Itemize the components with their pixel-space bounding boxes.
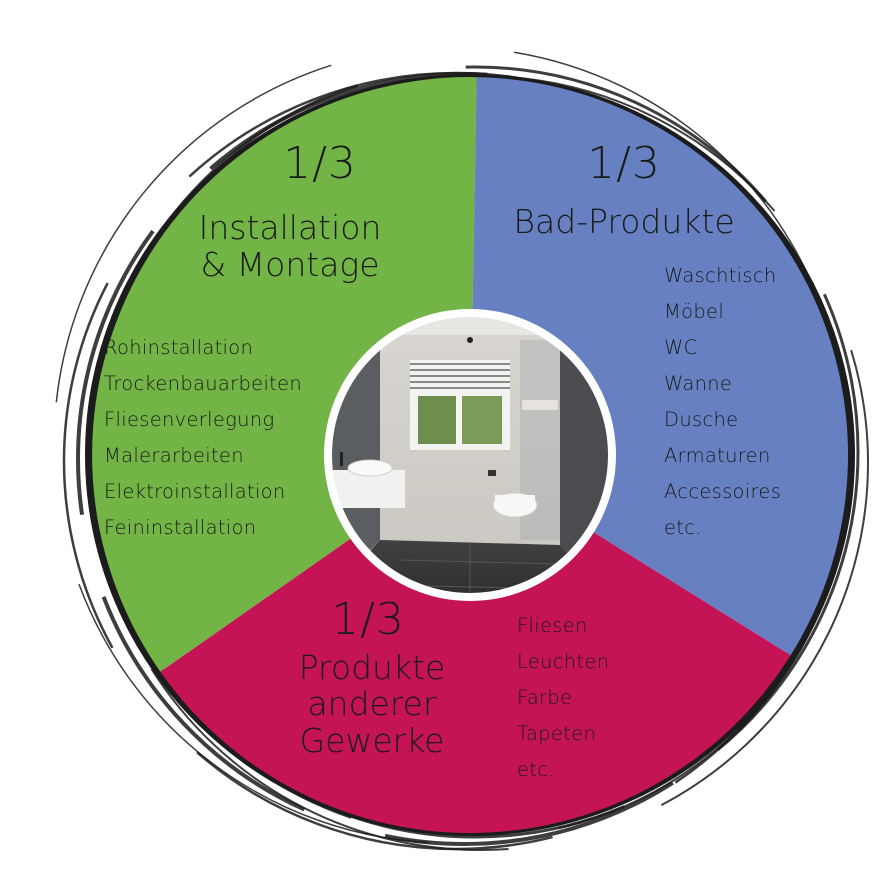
list-andere-gewerke: Fliesen Leuchten Farbe Tapeten etc. [517,608,609,788]
list-item: etc. [517,758,555,781]
list-item: Trockenbauarbeiten [104,372,303,395]
list-item: WC [664,336,698,359]
list-bad-produkte: Waschtisch Möbel WC Wanne Dusche Armatur… [664,258,781,546]
list-item: Waschtisch [664,264,777,287]
sector-installation [92,77,477,672]
sector-andere-gewerke [160,455,791,833]
heading-line: Gewerke [299,720,445,760]
heading-line: & Montage [200,244,380,284]
list-item: Leuchten [517,650,610,673]
list-item: Tapeten [517,722,597,745]
list-item: Accessoires [664,480,782,503]
heading-bad-produkte: Bad-Produkte [513,202,735,241]
list-item: Farbe [517,686,573,709]
brush-stroke [91,75,869,851]
list-item: Feininstallation [104,516,257,539]
heading-installation: Installation & Montage [198,208,382,284]
list-item: Elektroinstallation [104,480,286,503]
list-item: Malerarbeiten [104,444,244,467]
list-item: Möbel [664,300,725,323]
fraction-andere-gewerke: 1/3 [331,594,405,645]
heading-line: Bad-Produkte [513,202,735,241]
heading-line: Produkte [298,648,446,687]
list-item: Armaturen [664,444,771,467]
heading-andere-gewerke: Produkte anderer Gewerke [298,648,446,760]
fraction-bad-produkte: 1/3 [587,138,661,189]
list-item: etc. [664,516,702,539]
list-item: Dusche [664,408,739,431]
fraction-installation: 1/3 [283,138,357,189]
heading-line: Installation [198,208,382,247]
list-item: Wanne [664,372,733,395]
list-item: Rohinstallation [104,336,254,359]
list-item: Fliesen [517,614,588,637]
list-installation: Rohinstallation Trockenbauarbeiten Flies… [104,330,302,546]
list-item: Fliesenverlegung [104,408,275,431]
heading-line: anderer [307,684,437,724]
